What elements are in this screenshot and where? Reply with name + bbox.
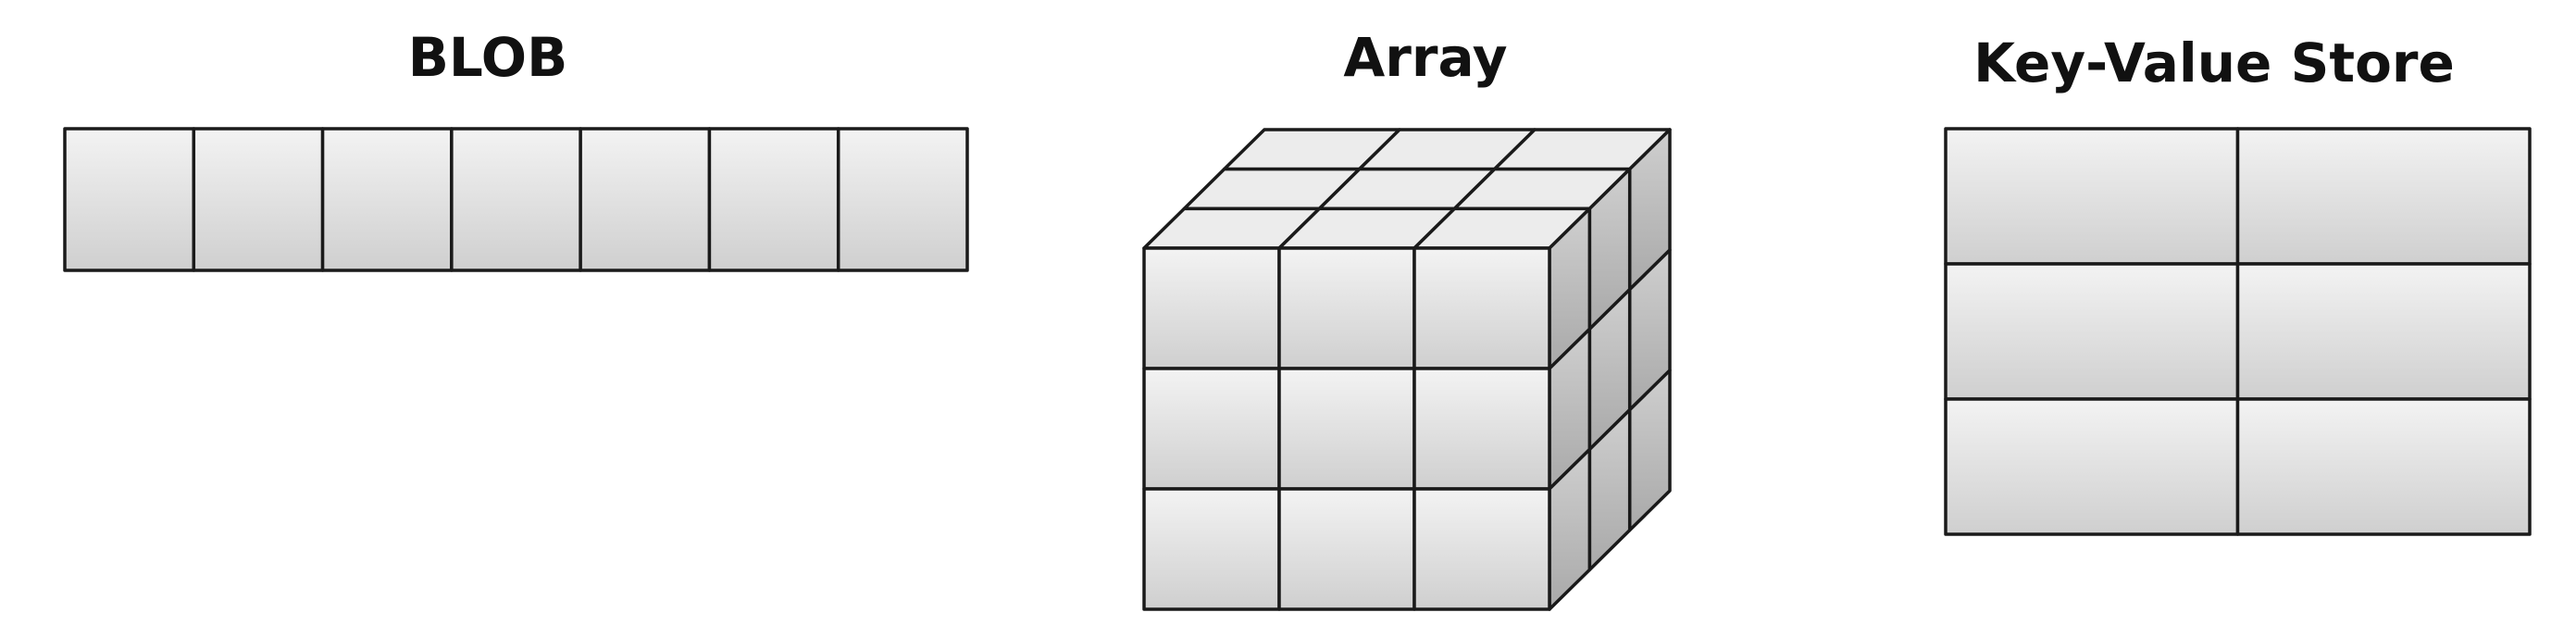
array-front-cell	[1412, 487, 1551, 611]
array-front-cell	[1142, 487, 1281, 611]
blob-cell	[192, 127, 325, 272]
array-front-cell	[1412, 246, 1551, 370]
array-diagram	[1142, 128, 1672, 611]
array-front-cell	[1142, 367, 1281, 491]
blob-cell	[320, 127, 454, 272]
blob-diagram	[63, 127, 969, 272]
kv-key-cell	[1944, 262, 2240, 401]
blob-title: BLOB	[408, 26, 568, 89]
array-front-cell	[1412, 367, 1551, 491]
kv-value-cell	[2235, 262, 2532, 401]
blob-cell	[63, 127, 196, 272]
kv-value-cell	[2235, 127, 2532, 266]
key-value-store-diagram	[1944, 127, 2532, 536]
blob-cell	[579, 127, 712, 272]
array-title: Array	[1343, 26, 1507, 89]
kv-title: Key-Value Store	[1973, 31, 2455, 94]
blob-cell	[836, 127, 969, 272]
array-front-cell	[1277, 246, 1416, 370]
array-front-cell	[1277, 367, 1416, 491]
blob-cell	[450, 127, 582, 272]
kv-value-cell	[2235, 397, 2532, 536]
kv-key-cell	[1944, 127, 2240, 266]
array-front-cell	[1142, 246, 1281, 370]
array-front-cell	[1277, 487, 1416, 611]
blob-cell	[707, 127, 840, 272]
kv-key-cell	[1944, 397, 2240, 536]
